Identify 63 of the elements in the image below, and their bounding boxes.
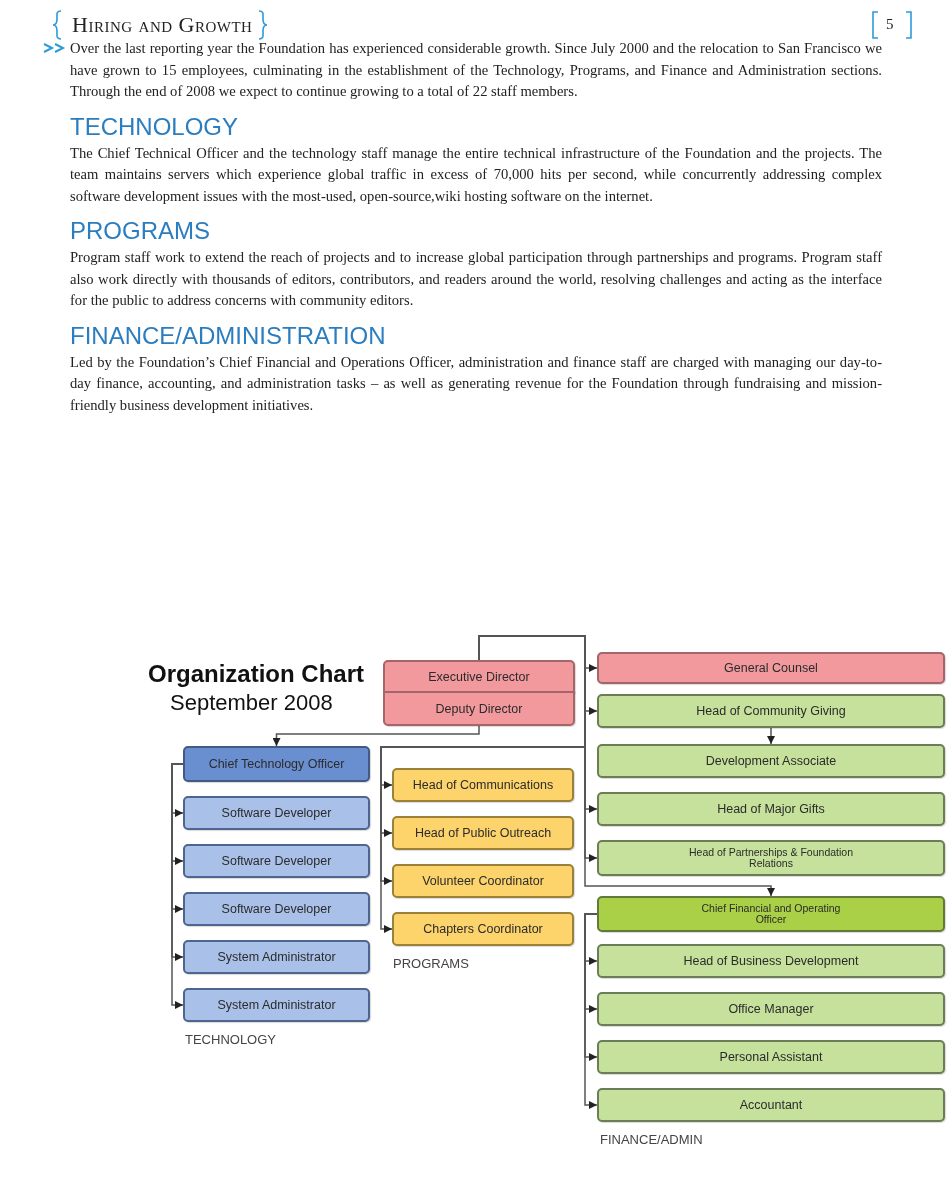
role-title: Head of Public Outreach: [413, 826, 553, 840]
role-box: [392, 912, 574, 946]
role-title: System Administrator: [216, 950, 337, 964]
connector-arrow: [171, 763, 184, 1009]
role-box: [597, 944, 945, 978]
role-box: [183, 844, 370, 878]
group-label: FINANCE/ADMIN: [600, 1132, 703, 1147]
body-paragraph: Led by the Foundation’s Chief Financial and Operations Officer, administration and finance staff are charged with managing our day-to-day finance, accounting, and administration tasks – as well as generating revenue for the Foundation through fundraising and mission-friendly business development initiatives.: [70, 352, 882, 415]
role-title: Development Associate: [704, 754, 838, 768]
role-title: Office Manager: [727, 1002, 815, 1016]
connector-arrow: [478, 635, 775, 897]
role-title: Head of Communications: [411, 778, 555, 792]
role-box: [597, 1088, 945, 1122]
role-box: [183, 746, 370, 782]
page-number: 5: [886, 16, 894, 33]
role-box: [183, 796, 370, 830]
role-box: [183, 892, 370, 926]
role-box: [597, 744, 945, 778]
role-box: [597, 992, 945, 1026]
connector-arrow: [767, 727, 775, 745]
role-title: Software Developer: [220, 806, 333, 820]
role-title: Head of Major Gifts: [716, 802, 826, 816]
group-label: TECHNOLOGY: [185, 1032, 276, 1047]
role-box: [597, 840, 945, 876]
role-box: [597, 1040, 945, 1074]
role-title: Volunteer Coordinator: [421, 874, 545, 888]
body-paragraph: Over the last reporting year the Foundation has experienced considerable growth. Since July 2000 and the relocation to San Francisco we have grown to 15 employees, culminating in the establishment of the Technology, Programs, and Finance and Administration sections. Through the end of 2008 we expect to continue growing to a total of 22 staff members.: [70, 39, 882, 101]
section-heading: FINANCE/ADMINISTRATION: [70, 321, 387, 350]
role-box: [597, 694, 945, 728]
body-paragraph: Program staff work to extend the reach of projects and to increase global participation through partnerships and programs. Program staff also work directly with thousands of editors, contributors, and readers around the world, resolving challenges and acting as the interface for the public to address concerns with community editors.: [70, 248, 882, 310]
body-paragraph: The Chief Technical Officer and the technology staff manage the entire technical infrastructure of the Foundation and the projects. The team maintains servers which experience global traffic in excess of 70,000 hits per second, while concurrently addressing complex software development issues with the most-used, open-source,wiki hosting software on the internet.: [70, 143, 882, 206]
role-box: [392, 864, 574, 898]
connector-arrow: [272, 725, 480, 747]
role-title: Software Developer: [220, 854, 333, 868]
role-title: Software Developer: [220, 902, 333, 916]
role-title: General Counsel: [723, 661, 819, 675]
chart-subtitle: September 2008: [170, 690, 333, 716]
role-box: [383, 691, 575, 726]
role-title: Executive Director: [427, 669, 531, 684]
role-box: [392, 768, 574, 802]
connector-arrow: [584, 913, 598, 1109]
chart-title: Organization Chart: [148, 660, 364, 688]
role-box: [383, 660, 575, 693]
section-heading: PROGRAMS: [70, 217, 211, 245]
group-label: PROGRAMS: [393, 956, 469, 971]
role-title: Deputy Director: [434, 701, 524, 716]
role-box: [392, 816, 574, 850]
role-title: Chief Financial and Operating Officer: [700, 903, 842, 925]
role-title: System Administrator: [216, 998, 337, 1012]
role-box: [183, 988, 370, 1022]
role-title: Head of Business Development: [682, 954, 860, 968]
role-title: Chapters Coordinator: [422, 922, 544, 936]
role-box: [183, 940, 370, 974]
section-heading: TECHNOLOGY: [70, 112, 240, 141]
role-box: [597, 896, 945, 932]
role-title: Accountant: [738, 1098, 804, 1112]
role-box: [597, 652, 945, 684]
role-box: [597, 792, 945, 826]
role-title: Chief Technology Officer: [207, 757, 346, 771]
role-title: Head of Partnerships & Foundation Relations: [688, 847, 854, 869]
page-title: Hiring and Growth: [72, 12, 253, 38]
role-title: Head of Community Giving: [695, 704, 847, 718]
role-title: Personal Assistant: [718, 1050, 824, 1064]
